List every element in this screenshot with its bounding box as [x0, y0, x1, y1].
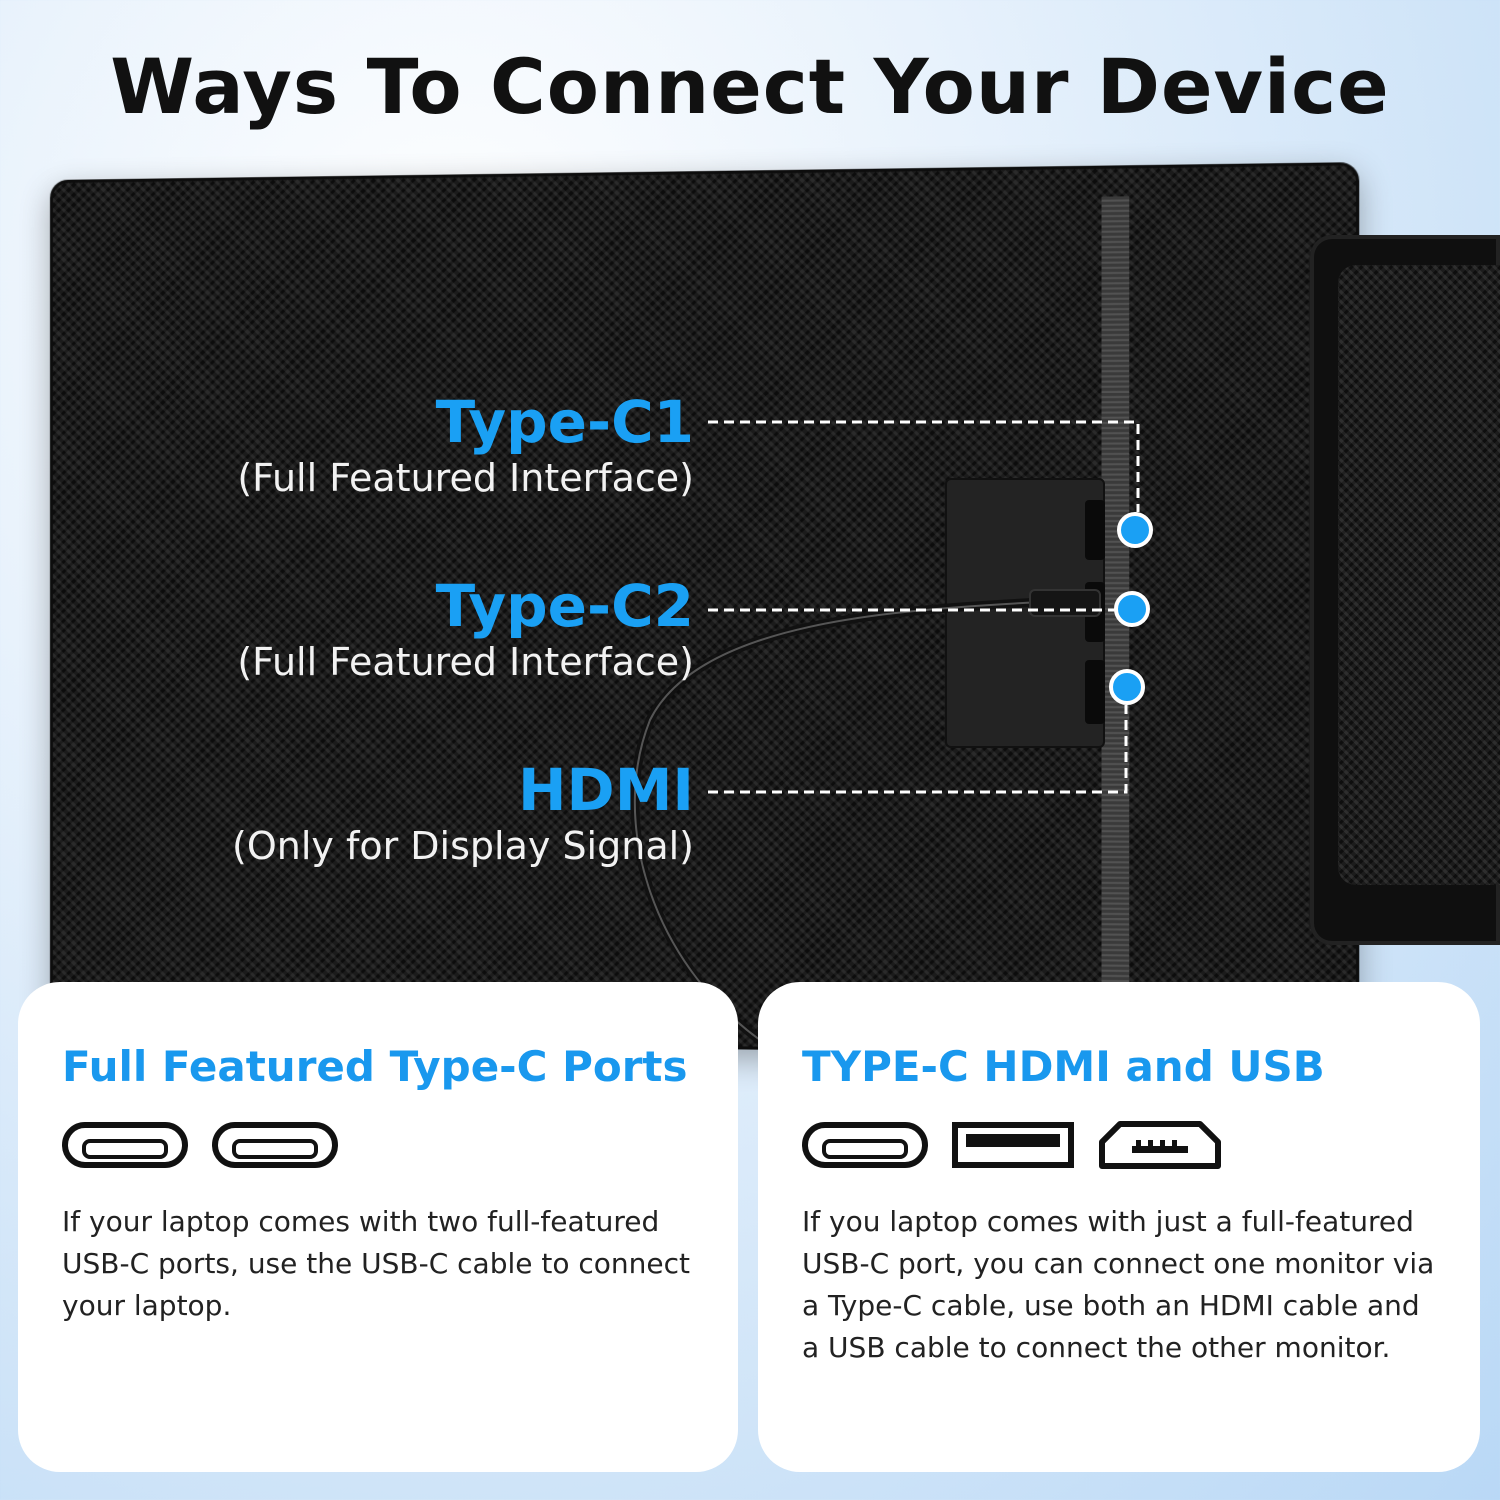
usb-c-cable	[630, 597, 1045, 1045]
usb-c-port-icon	[212, 1122, 338, 1168]
label-hdmi-name: HDMI	[518, 756, 694, 824]
clamp-pad	[1338, 265, 1500, 885]
label-hdmi-description: (Only for Display Signal)	[232, 824, 694, 868]
label-type-c2-name: Type-C2	[435, 572, 694, 640]
card-body: If your laptop comes with two full-featu…	[62, 1205, 691, 1322]
card-title: Full Featured Type-C Ports	[62, 1042, 688, 1091]
usb-c-cable-highlight	[633, 601, 1041, 1041]
label-type-c1-description: (Full Featured Interface)	[237, 456, 694, 500]
card-type-c-ports: Full Featured Type-C Ports If your lapto…	[18, 982, 738, 1472]
callout-dot-type-c1	[1117, 512, 1153, 548]
micro-hdmi-port-icon	[1099, 1121, 1221, 1169]
port-icon-row	[802, 1121, 1436, 1169]
label-type-c2: Type-C2 (Full Featured Interface)	[237, 574, 694, 686]
port-icon-row	[62, 1121, 694, 1169]
callout-dot-type-c2	[1114, 591, 1150, 627]
callout-line-type-c1	[708, 420, 1140, 512]
card-hdmi-usb: TYPE-C HDMI and USB If you laptop comes …	[758, 982, 1480, 1472]
card-title: TYPE-C HDMI and USB	[802, 1042, 1325, 1091]
callout-line-hdmi	[708, 705, 1128, 794]
side-clamp	[1310, 235, 1500, 945]
hdmi-port	[1085, 660, 1105, 724]
label-type-c2-description: (Full Featured Interface)	[237, 640, 694, 684]
label-hdmi: HDMI (Only for Display Signal)	[232, 758, 694, 870]
card-body: If you laptop comes with just a full-fea…	[802, 1205, 1435, 1364]
type-c1-port	[1085, 500, 1105, 560]
page-title: Ways To Connect Your Device	[110, 42, 1390, 131]
usb-c-port-icon	[802, 1122, 928, 1168]
usb-c-port-icon	[62, 1122, 188, 1168]
label-type-c1-name: Type-C1	[435, 388, 694, 456]
usb-c-plug	[1029, 589, 1101, 617]
label-type-c1: Type-C1 (Full Featured Interface)	[237, 390, 694, 502]
callout-dot-hdmi	[1109, 669, 1145, 705]
usb-a-port-icon	[952, 1122, 1074, 1168]
